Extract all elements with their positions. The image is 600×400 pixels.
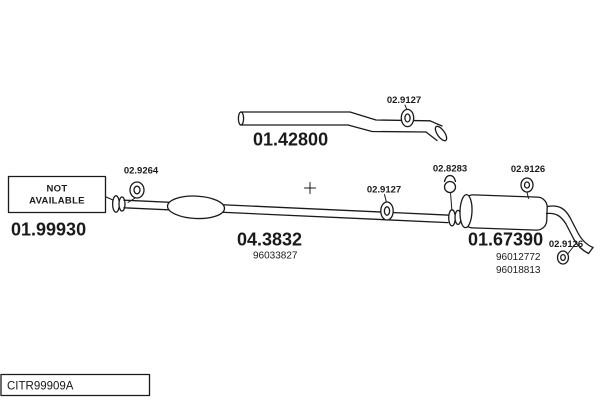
rear-clamp-upper-icon [520,177,534,199]
part-label-rear-clamp-upper[interactable]: 02.9126 [511,164,545,175]
rear-clamp-lower-icon [556,243,576,265]
part-label-hanger[interactable]: 02.8283 [433,164,467,175]
center-pipe-flange [111,195,126,213]
ref-code-box [0,373,151,397]
oem-number-rear-silencer-1: 96012772 [496,252,541,263]
center-silencer-shape [123,195,451,224]
part-label-front-pipe[interactable]: 01.42800 [253,130,328,150]
rear-silencer-shape [459,193,548,231]
not-available-line1: NOT [47,184,68,195]
not-available-box [7,175,107,214]
part-label-mid-clamp[interactable]: 02.9127 [367,185,401,196]
not-available-line2: AVAILABLE [29,196,85,207]
front-clamp-icon [400,104,415,128]
ref-code-label: CITR99909A [7,381,74,393]
hanger-icon [443,174,457,213]
oem-number-rear-silencer-2: 96018813 [496,265,541,276]
part-label-center-silencer[interactable]: 04.3832 [237,230,302,250]
part-label-front-gasket[interactable]: 02.9264 [124,166,159,177]
cross-mark [304,182,316,194]
mid-clamp-icon [380,194,394,221]
front-gasket-icon [127,181,145,203]
part-label-rear-clamp-lower[interactable]: 02.9126 [549,239,583,250]
part-label-na-part[interactable]: 01.99930 [11,220,86,240]
oem-number-center-silencer: 96033827 [253,251,298,262]
part-label-rear-silencer[interactable]: 01.67390 [468,230,543,250]
rear-joint-flange [448,209,462,227]
part-label-front-clamp[interactable]: 02.9127 [387,95,421,106]
tailpipe-shape [545,205,594,255]
